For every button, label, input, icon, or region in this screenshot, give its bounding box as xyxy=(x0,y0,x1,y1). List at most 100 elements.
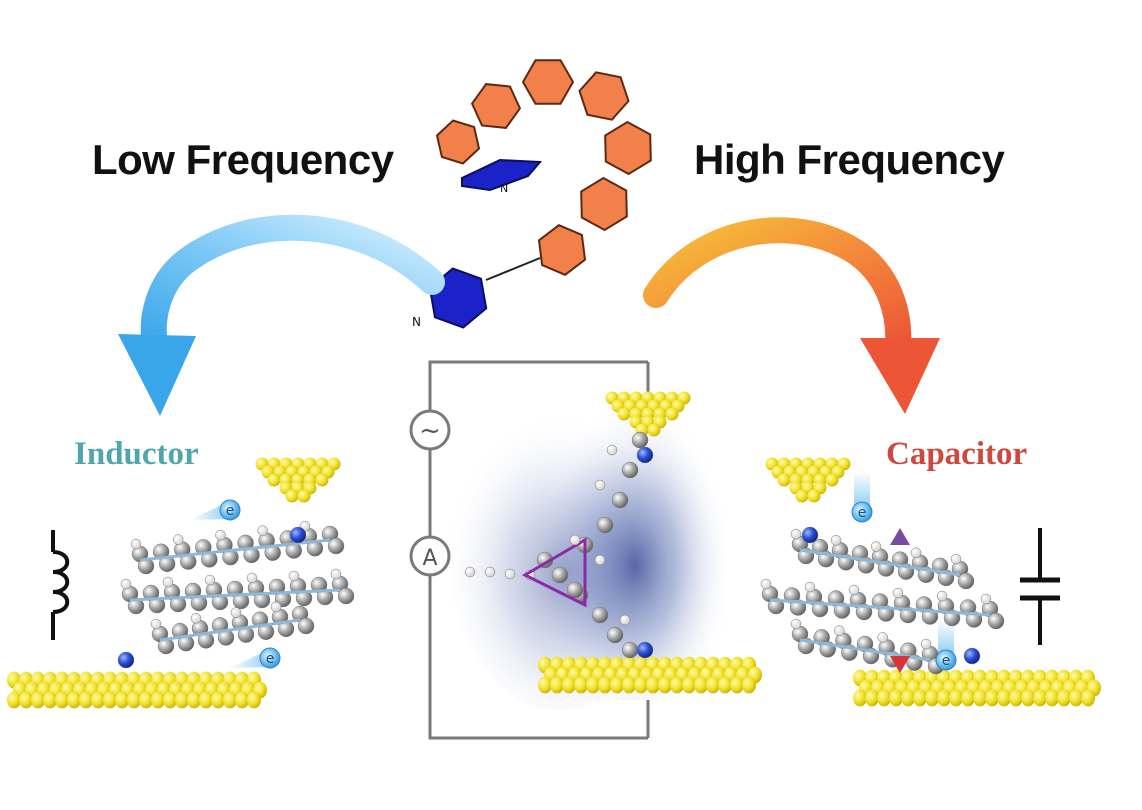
gold-atom xyxy=(315,473,329,487)
gold-atom xyxy=(285,489,299,503)
helicene-ring xyxy=(537,224,587,276)
carbon-atom xyxy=(621,641,639,659)
gold-atom xyxy=(742,676,756,694)
gold-atom xyxy=(665,407,679,421)
gold-atom xyxy=(617,407,631,421)
gold-atom xyxy=(127,691,141,709)
gold-atom xyxy=(91,691,105,709)
nitrogen-atom xyxy=(117,651,135,669)
gold-atom xyxy=(622,676,636,694)
hydrogen-atom xyxy=(270,601,282,613)
carbon-atom xyxy=(591,606,609,624)
hydrogen-atom xyxy=(257,525,268,536)
dipole-arrow-head-up xyxy=(890,528,910,545)
gold-atom xyxy=(19,691,33,709)
hydrogen-atom xyxy=(790,618,802,630)
gold-atom xyxy=(1057,689,1071,707)
gold-atom xyxy=(43,691,57,709)
hydrogen-atom xyxy=(230,607,242,618)
gold-atom xyxy=(163,691,177,709)
nitrogen-atom xyxy=(801,526,819,544)
hydrogen-atom xyxy=(936,590,948,602)
helicene-molecule: NN xyxy=(412,59,652,329)
hydrogen-atom xyxy=(920,638,932,650)
gold-atom xyxy=(67,691,81,709)
hydrogen-atom xyxy=(848,584,860,596)
pyridine-ring-upper xyxy=(461,158,543,192)
helicene-ring xyxy=(580,176,628,232)
gold-atom xyxy=(211,691,225,709)
gold-atom xyxy=(247,691,261,709)
carbon-atom xyxy=(211,593,229,611)
gold-atom xyxy=(937,689,951,707)
carbon-atom xyxy=(611,491,629,509)
gold-atom xyxy=(718,676,732,694)
right-top-electrode xyxy=(765,457,851,503)
carbon-atom xyxy=(295,589,313,607)
carbon-atom xyxy=(190,594,208,612)
carbon-atom xyxy=(148,596,166,614)
gold-atom xyxy=(562,676,576,694)
dipole-arrow-head-down xyxy=(890,656,910,673)
hydrogen-atom xyxy=(504,568,516,580)
gold-atom xyxy=(1069,689,1083,707)
electron-label: e xyxy=(858,505,867,521)
gold-atom xyxy=(670,676,684,694)
electron-sphere xyxy=(935,649,957,671)
gold-electrodes xyxy=(7,391,1101,709)
gold-atom xyxy=(973,689,987,707)
gold-atom xyxy=(682,676,696,694)
gold-atom xyxy=(1045,689,1059,707)
inductor-helix-molecule: ee xyxy=(117,499,355,669)
gold-atom xyxy=(550,676,564,694)
hydrogen-atom xyxy=(288,570,300,582)
high-frequency-arrow xyxy=(643,217,940,414)
gold-atom xyxy=(865,689,879,707)
carbon-atom xyxy=(232,592,250,610)
capacitor-label: Capacitor xyxy=(886,436,1028,472)
nitrogen-label: N xyxy=(500,182,508,195)
gold-atom xyxy=(151,691,165,709)
carbon-atom xyxy=(316,588,334,606)
electron: e xyxy=(190,499,241,521)
bond xyxy=(769,598,991,617)
bond xyxy=(159,618,301,642)
gold-atom xyxy=(1081,689,1095,707)
ammeter-symbol: A xyxy=(409,535,451,577)
gold-atom xyxy=(1009,689,1023,707)
gold-atom xyxy=(55,691,69,709)
gold-atom xyxy=(297,489,311,503)
gold-atom xyxy=(235,691,249,709)
gold-atom xyxy=(961,689,975,707)
carbon-atom xyxy=(253,591,271,609)
electron-label: e xyxy=(942,653,951,669)
gold-atom xyxy=(1021,689,1035,707)
hydrogen-atom xyxy=(760,578,772,590)
gold-atom xyxy=(79,691,93,709)
hydrogen-atom xyxy=(246,572,258,584)
hydrogen-atom xyxy=(619,614,631,626)
low-frequency-heading: Low Frequency xyxy=(92,136,394,183)
helicene-ring xyxy=(521,59,575,105)
gold-atom xyxy=(706,676,720,694)
ac-source-glyph: ~ xyxy=(419,416,441,446)
carbon-atom xyxy=(327,537,345,555)
carbon-atom xyxy=(621,461,639,479)
gold-atom xyxy=(115,691,129,709)
nitrogen-atom xyxy=(636,446,654,464)
gold-atom xyxy=(901,689,915,707)
gold-atom xyxy=(586,676,600,694)
electron-trail xyxy=(190,501,230,520)
capacitor-symbol xyxy=(1020,528,1060,645)
bond xyxy=(485,257,541,281)
gold-atom xyxy=(889,689,903,707)
hydrogen-atom xyxy=(484,566,496,578)
carbon-atom xyxy=(337,587,355,605)
gold-atom xyxy=(187,691,201,709)
electron-sphere xyxy=(851,501,873,523)
hydrogen-atom xyxy=(130,538,142,550)
right-bottom-electrode xyxy=(853,669,1101,707)
nitrogen-atom xyxy=(963,647,981,665)
